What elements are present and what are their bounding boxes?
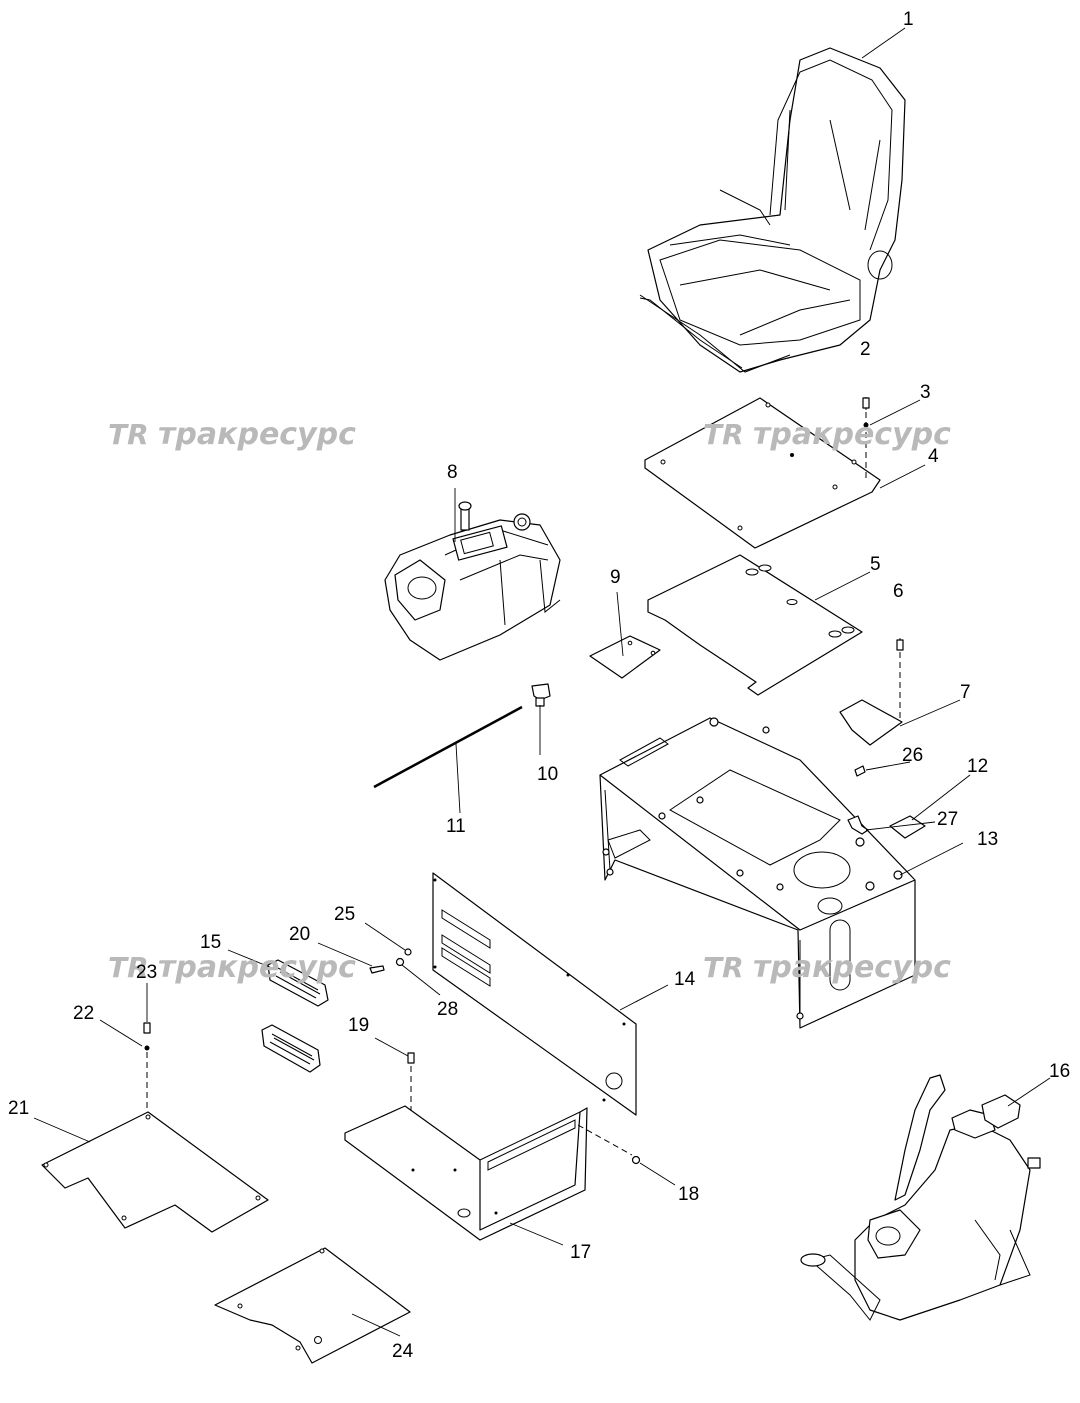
- washer-part-23: [144, 1045, 150, 1051]
- svg-text:тракресурс: тракресурс: [753, 950, 951, 985]
- nut-part-18: [631, 1155, 641, 1165]
- control-console-part-8: [384, 501, 561, 661]
- callout-9: 9: [610, 567, 621, 588]
- callout-6: 6: [893, 581, 904, 602]
- vent-grille-part-15: [261, 959, 329, 1073]
- callout-10: 10: [537, 764, 558, 785]
- callout-22: 22: [73, 1003, 94, 1024]
- floor-plate-part-24: [214, 1247, 411, 1364]
- svg-text:TR: TR: [108, 418, 149, 451]
- callout-7: 7: [960, 682, 971, 703]
- seat-frame-part-13: [599, 717, 916, 1029]
- svg-text:TR: TR: [703, 418, 744, 451]
- mounting-plate-part-5: [647, 554, 863, 696]
- watermark-2: TR тракресурс: [703, 417, 951, 452]
- watermark-4: TR тракресурс: [703, 950, 951, 985]
- callout-15: 15: [200, 932, 221, 953]
- callout-27: 27: [937, 809, 958, 830]
- small-plate-part-12: [889, 815, 926, 839]
- small-plate-part-7: [839, 699, 903, 746]
- callout-4: 4: [928, 446, 939, 467]
- callout-23: 23: [136, 962, 157, 983]
- callout-18: 18: [678, 1184, 699, 1205]
- callout-11: 11: [446, 816, 466, 837]
- callout-16: 16: [1049, 1061, 1070, 1082]
- callout-19: 19: [348, 1015, 369, 1036]
- screw-part-22: [143, 1022, 151, 1034]
- callout-25: 25: [334, 904, 355, 925]
- screw-part-20: [369, 965, 385, 974]
- callout-labels: 1 2 3 4 5 6 7 8 9 10 11 12 13 14 15 16 1…: [8, 9, 1070, 1362]
- svg-text:тракресурс: тракресурс: [158, 950, 356, 985]
- callout-24: 24: [392, 1341, 414, 1362]
- callout-28: 28: [437, 999, 458, 1020]
- seat-part: [639, 47, 906, 373]
- callout-12: 12: [967, 756, 988, 777]
- callout-26: 26: [902, 745, 923, 766]
- knob-part-10: [531, 683, 551, 707]
- pin-part-26: [854, 765, 866, 777]
- callout-21: 21: [8, 1098, 29, 1119]
- rod-part-11: [373, 705, 523, 789]
- small-plate-part-9: [589, 635, 661, 679]
- watermark-1: TR тракресурс: [108, 417, 356, 452]
- washer-part-28: [395, 957, 405, 967]
- callout-2: 2: [860, 339, 871, 360]
- callout-8: 8: [447, 462, 458, 483]
- callout-13: 13: [977, 829, 998, 850]
- svg-text:TR: TR: [108, 951, 149, 984]
- seat-plate-part-4: [644, 397, 881, 549]
- side-panel-part-14: [432, 872, 637, 1116]
- callout-20: 20: [289, 924, 310, 945]
- bolt-part-6: [896, 638, 904, 720]
- bracket-part-17: [344, 1105, 588, 1241]
- callout-3: 3: [920, 382, 931, 403]
- watermark-3: TR тракресурс: [108, 950, 356, 985]
- floor-plate-part-21: [41, 1111, 269, 1233]
- callout-5: 5: [870, 554, 881, 575]
- svg-text:тракресурс: тракресурс: [158, 417, 356, 452]
- nut-part-25: [404, 948, 412, 956]
- callout-17: 17: [570, 1242, 591, 1263]
- callout-1: 1: [903, 9, 914, 30]
- callout-14: 14: [674, 969, 696, 990]
- screw-part-2: [862, 397, 870, 410]
- svg-text:тракресурс: тракресурс: [753, 417, 951, 452]
- leader-lines: [33, 27, 1051, 1337]
- svg-text:TR: TR: [703, 951, 744, 984]
- lever-console-part-16: [800, 1074, 1041, 1321]
